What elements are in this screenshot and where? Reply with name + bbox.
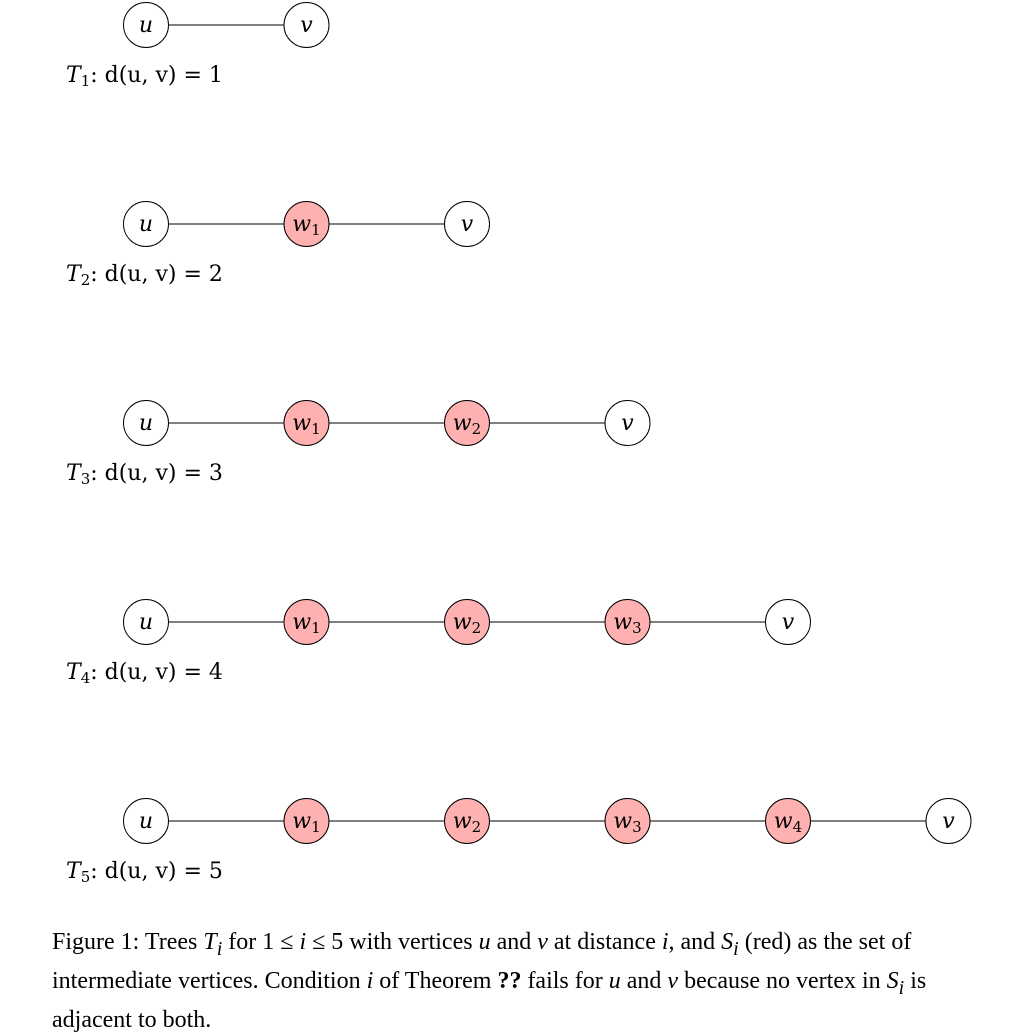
vertex-u: u [123, 201, 169, 247]
vertex-circle [283, 599, 330, 645]
tree-T2: u w1 vT2: d(u, v) = 2 [66, 201, 490, 289]
vertex-w3: w3 [604, 599, 651, 645]
vertex-u: u [123, 798, 169, 844]
vertex-w1: w1 [283, 400, 330, 446]
vertex-circle [123, 201, 169, 247]
vertex-label: u [139, 610, 153, 635]
vertex-circle [444, 798, 490, 844]
figure-caption: Figure 1: Trees Ti for 1 ≤ i ≤ 5 with ve… [52, 929, 927, 1033]
vertex-label: w2 [453, 809, 481, 836]
vertex-circle [444, 400, 490, 446]
vertex-circle [123, 400, 169, 446]
vertex-label: w4 [774, 809, 802, 836]
tree-T3: u w1 w2 vT3: d(u, v) = 3 [66, 400, 651, 488]
vertex-circle [765, 798, 811, 844]
vertex-circle [123, 2, 169, 48]
vertex-label: w1 [292, 809, 320, 836]
vertex-label: w2 [453, 411, 481, 438]
tree-caption: T5: d(u, v) = 5 [66, 859, 223, 886]
vertex-label: w3 [613, 610, 641, 637]
vertex-circle [283, 201, 330, 247]
vertex-label: u [139, 212, 153, 237]
vertex-circle [283, 2, 330, 48]
vertex-circle [444, 201, 490, 247]
vertex-label: w1 [292, 610, 320, 637]
vertex-u: u [123, 599, 169, 645]
vertex-circle [604, 400, 651, 446]
vertex-v: v [765, 599, 811, 645]
vertex-circle [604, 798, 651, 844]
vertex-label: v [300, 13, 313, 38]
vertex-circle [925, 798, 972, 844]
tree-T5: u w1 w2 w3 w4 vT5: d(u, v) = 5 [66, 798, 972, 886]
vertex-w1: w1 [283, 798, 330, 844]
vertex-label: v [942, 809, 955, 834]
tree-caption: T3: d(u, v) = 3 [66, 461, 223, 488]
vertex-label: w3 [613, 809, 641, 836]
tree-caption: T4: d(u, v) = 4 [66, 660, 223, 687]
vertex-circle [123, 798, 169, 844]
vertex-circle [765, 599, 811, 645]
vertex-label: v [461, 212, 474, 237]
vertex-v: v [283, 2, 330, 48]
vertex-circle [604, 599, 651, 645]
vertex-circle [123, 599, 169, 645]
tree-caption: T2: d(u, v) = 2 [66, 262, 223, 289]
vertex-w1: w1 [283, 599, 330, 645]
vertex-circle [283, 798, 330, 844]
theorem-reference: ?? [497, 967, 522, 994]
vertex-w2: w2 [444, 798, 490, 844]
vertex-w4: w4 [765, 798, 811, 844]
tree-caption: T1: d(u, v) = 1 [66, 63, 223, 90]
tree-T1: u vT1: d(u, v) = 1 [66, 2, 330, 90]
vertex-label: v [621, 411, 634, 436]
vertex-label: u [139, 809, 153, 834]
vertex-w2: w2 [444, 400, 490, 446]
vertex-label: w1 [292, 212, 320, 239]
vertex-u: u [123, 400, 169, 446]
vertex-label: v [782, 610, 795, 635]
vertex-w1: w1 [283, 201, 330, 247]
vertex-v: v [444, 201, 490, 247]
vertex-w3: w3 [604, 798, 651, 844]
vertex-label: u [139, 411, 153, 436]
vertex-v: v [925, 798, 972, 844]
vertex-circle [283, 400, 330, 446]
vertex-v: v [604, 400, 651, 446]
vertex-label: u [139, 13, 153, 38]
vertex-u: u [123, 2, 169, 48]
vertex-label: w2 [453, 610, 481, 637]
vertex-w2: w2 [444, 599, 490, 645]
tree-T4: u w1 w2 w3 vT4: d(u, v) = 4 [66, 599, 811, 687]
vertex-circle [444, 599, 490, 645]
vertex-label: w1 [292, 411, 320, 438]
